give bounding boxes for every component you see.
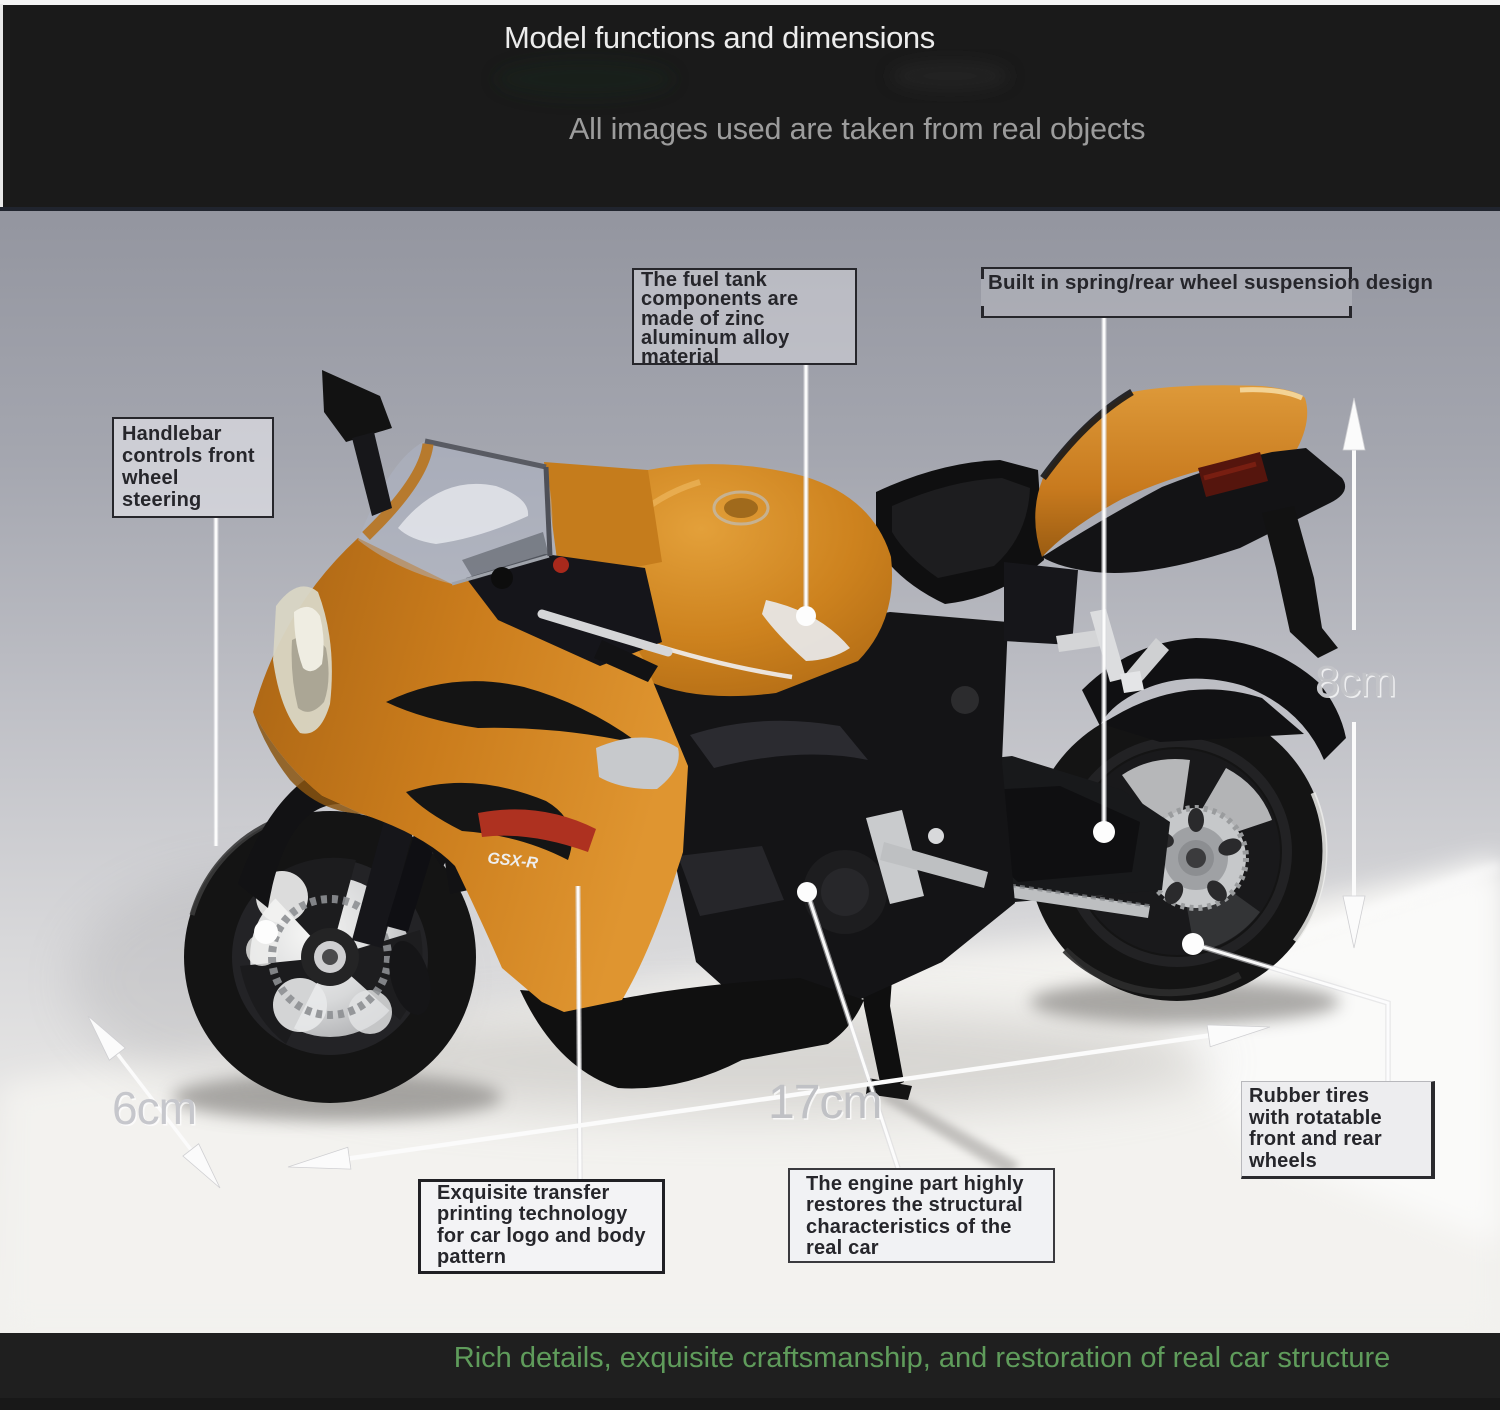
svg-text:17cm: 17cm (768, 1076, 881, 1129)
svg-text:6cm: 6cm (114, 1084, 198, 1136)
svg-text:8cm: 8cm (1317, 659, 1397, 708)
svg-text:GSX-R: GSX-R (487, 850, 540, 872)
svg-text:17cm: 17cm (770, 1078, 883, 1131)
svg-text:6cm: 6cm (112, 1082, 196, 1134)
svg-text:8cm: 8cm (1315, 657, 1395, 706)
